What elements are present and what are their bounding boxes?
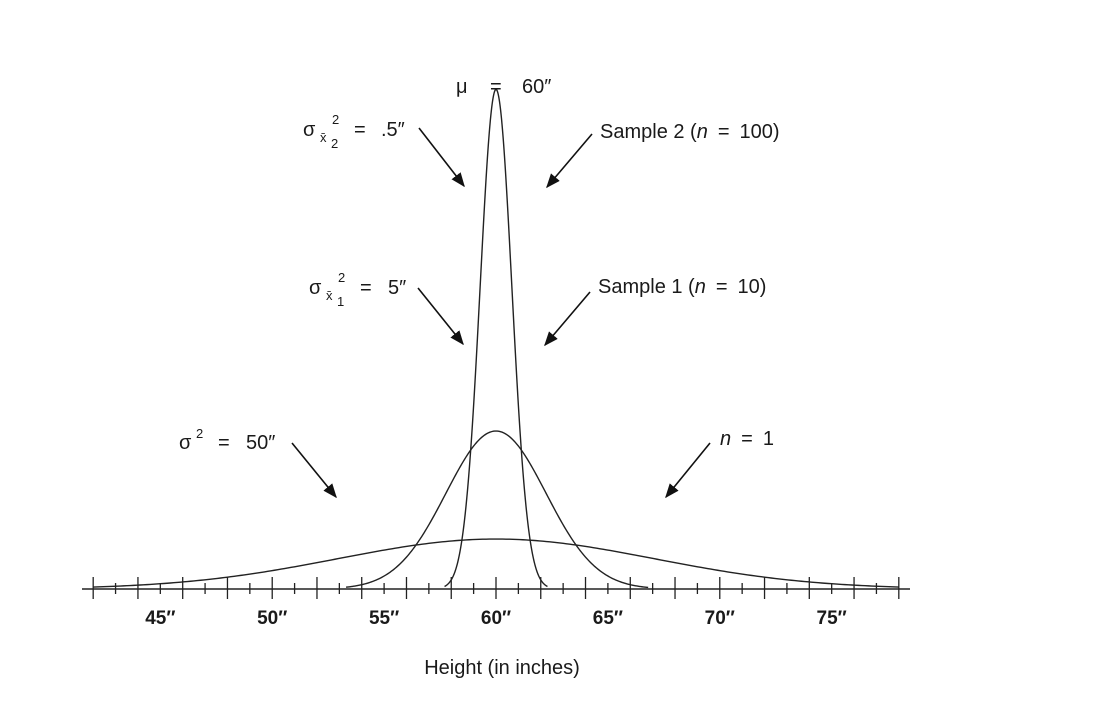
sample1-n: n — [695, 276, 706, 298]
n1-n: n — [720, 428, 731, 450]
var1-value: 5″ — [388, 277, 406, 299]
x-tick-label-50: 50″ — [257, 608, 287, 629]
distribution-curve-3 — [444, 88, 548, 588]
var2-superscript: 2 — [332, 112, 339, 127]
varpop-value: 50″ — [246, 432, 275, 454]
x-tick-label-45: 45″ — [145, 608, 175, 629]
arrow-sample1 — [544, 291, 591, 347]
x-tick-label-55: 55″ — [369, 608, 399, 629]
arrow-n1 — [665, 442, 711, 499]
sample2-prefix: Sample 2 ( — [600, 121, 697, 143]
sample2-label: Sample 2 (n = 100) — [600, 121, 780, 143]
sample1-label: Sample 1 (n = 10) — [598, 276, 766, 298]
varpop-equals: = — [218, 432, 230, 454]
var2-sigma: σ — [303, 119, 316, 141]
varpop-superscript: 2 — [196, 426, 203, 441]
var1-subsubscript: 1 — [337, 294, 344, 309]
x-tick-label-70: 70″ — [705, 608, 735, 629]
varpop-sigma: σ — [179, 432, 192, 454]
x-ticks-group — [92, 577, 900, 599]
var2-equals: = — [354, 119, 366, 141]
x-tick-label-75: 75″ — [817, 608, 847, 629]
distribution-curve-2 — [345, 430, 649, 589]
sample2-variance-annotation: σ x̄ 2 2 = .5″ — [303, 112, 405, 151]
n1-value: 1 — [763, 428, 774, 450]
svg-text:n=1: n = 1 — [720, 428, 774, 450]
sample1-variance-annotation: σ x̄ 1 2 = 5″ — [309, 270, 406, 309]
mean-annotation: μ = 60″ — [456, 76, 551, 98]
var2-subscript: x̄ — [320, 130, 327, 145]
sample1-prefix: Sample 1 ( — [598, 276, 695, 298]
x-tick-label-60: 60″ — [481, 608, 511, 629]
sample1-equals: = — [716, 276, 728, 298]
sample2-equals: = — [718, 121, 730, 143]
var2-value: .5″ — [381, 119, 405, 141]
var1-superscript: 2 — [338, 270, 345, 285]
n1-label: n = 1 — [720, 428, 774, 450]
sample1-value: 10) — [738, 276, 767, 298]
curves-group — [93, 88, 899, 589]
mu-symbol: μ — [456, 76, 468, 98]
arrow-varpop — [291, 442, 337, 499]
sample2-n: n — [697, 121, 708, 143]
population-variance-annotation: σ 2 = 50″ — [179, 426, 275, 454]
arrow-var1 — [417, 287, 464, 346]
var1-equals: = — [360, 277, 372, 299]
n1-equals: = — [741, 428, 753, 450]
mu-equals: = — [490, 76, 502, 98]
svg-text:Sample 2 (n=100): Sample 2 (n = 100) — [600, 121, 780, 143]
var2-subsubscript: 2 — [331, 136, 338, 151]
mu-value: 60″ — [522, 76, 551, 98]
arrow-var2 — [418, 127, 465, 188]
x-tick-label-65: 65″ — [593, 608, 623, 629]
svg-text:Sample 1 (n=10): Sample 1 (n = 10) — [598, 276, 766, 298]
var1-subscript: x̄ — [326, 288, 333, 303]
arrow-sample2 — [546, 133, 593, 189]
sample2-value: 100) — [740, 121, 780, 143]
x-axis-label: Height (in inches) — [424, 657, 580, 679]
var1-sigma: σ — [309, 277, 322, 299]
x-tick-labels-group: 45″ 50″ 55″ 60″ 65″ 70″ 75″ — [145, 608, 847, 629]
